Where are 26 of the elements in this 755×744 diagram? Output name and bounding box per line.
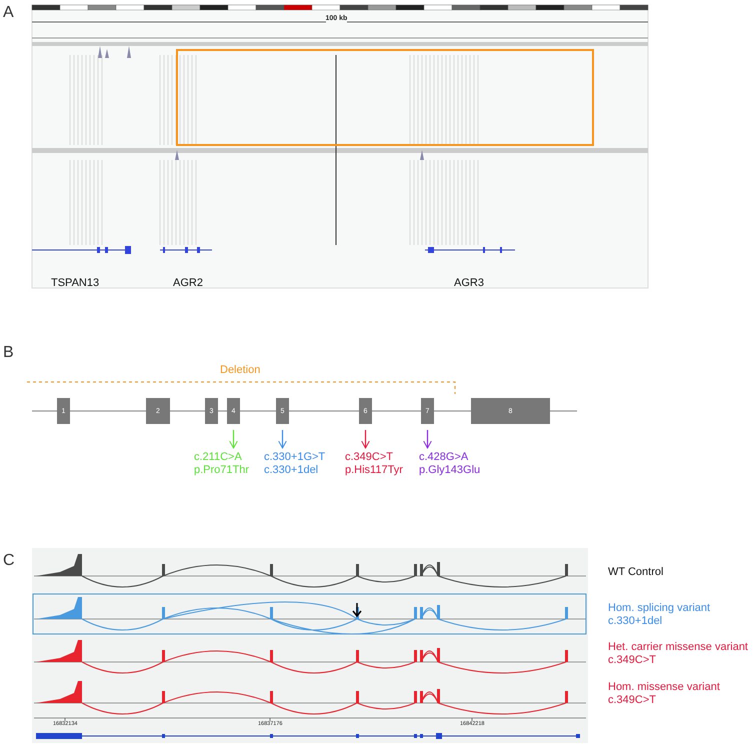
variant-label: c.349C>T bbox=[345, 451, 393, 464]
panel-letter: B bbox=[3, 344, 14, 362]
track-label: Hom. missense variant bbox=[608, 681, 720, 694]
panel-letter: C bbox=[3, 552, 15, 570]
track-label: c.349C>T bbox=[608, 654, 656, 667]
gene-name: AGR2 bbox=[173, 277, 203, 290]
track-label: Het. carrier missense variant bbox=[608, 641, 748, 654]
track-label: c.330+1del bbox=[608, 615, 662, 628]
track-label: Hom. splicing variant bbox=[608, 602, 710, 615]
variant-label: p.His117Tyr bbox=[345, 464, 403, 477]
arrow bbox=[361, 430, 370, 448]
arrow bbox=[278, 430, 287, 448]
gene-name: AGR3 bbox=[454, 277, 484, 290]
track-label: c.349C>T bbox=[608, 694, 656, 707]
variant-label: c.330+1del bbox=[264, 464, 318, 477]
panel-letter: A bbox=[3, 4, 14, 22]
variant-label: c.211C>A bbox=[194, 451, 242, 464]
variant-label: p.Gly143Glu bbox=[419, 464, 480, 477]
variant-label: c.428G>A bbox=[419, 451, 468, 464]
arrow bbox=[423, 430, 432, 448]
track-label: WT Control bbox=[608, 566, 664, 579]
gene-name: TSPAN13 bbox=[51, 277, 100, 290]
variant-label: p.Pro71Thr bbox=[194, 464, 250, 477]
arrow bbox=[229, 430, 238, 448]
variant-label: c.330+1G>T bbox=[264, 451, 326, 464]
deletion-label: Deletion bbox=[220, 364, 260, 377]
